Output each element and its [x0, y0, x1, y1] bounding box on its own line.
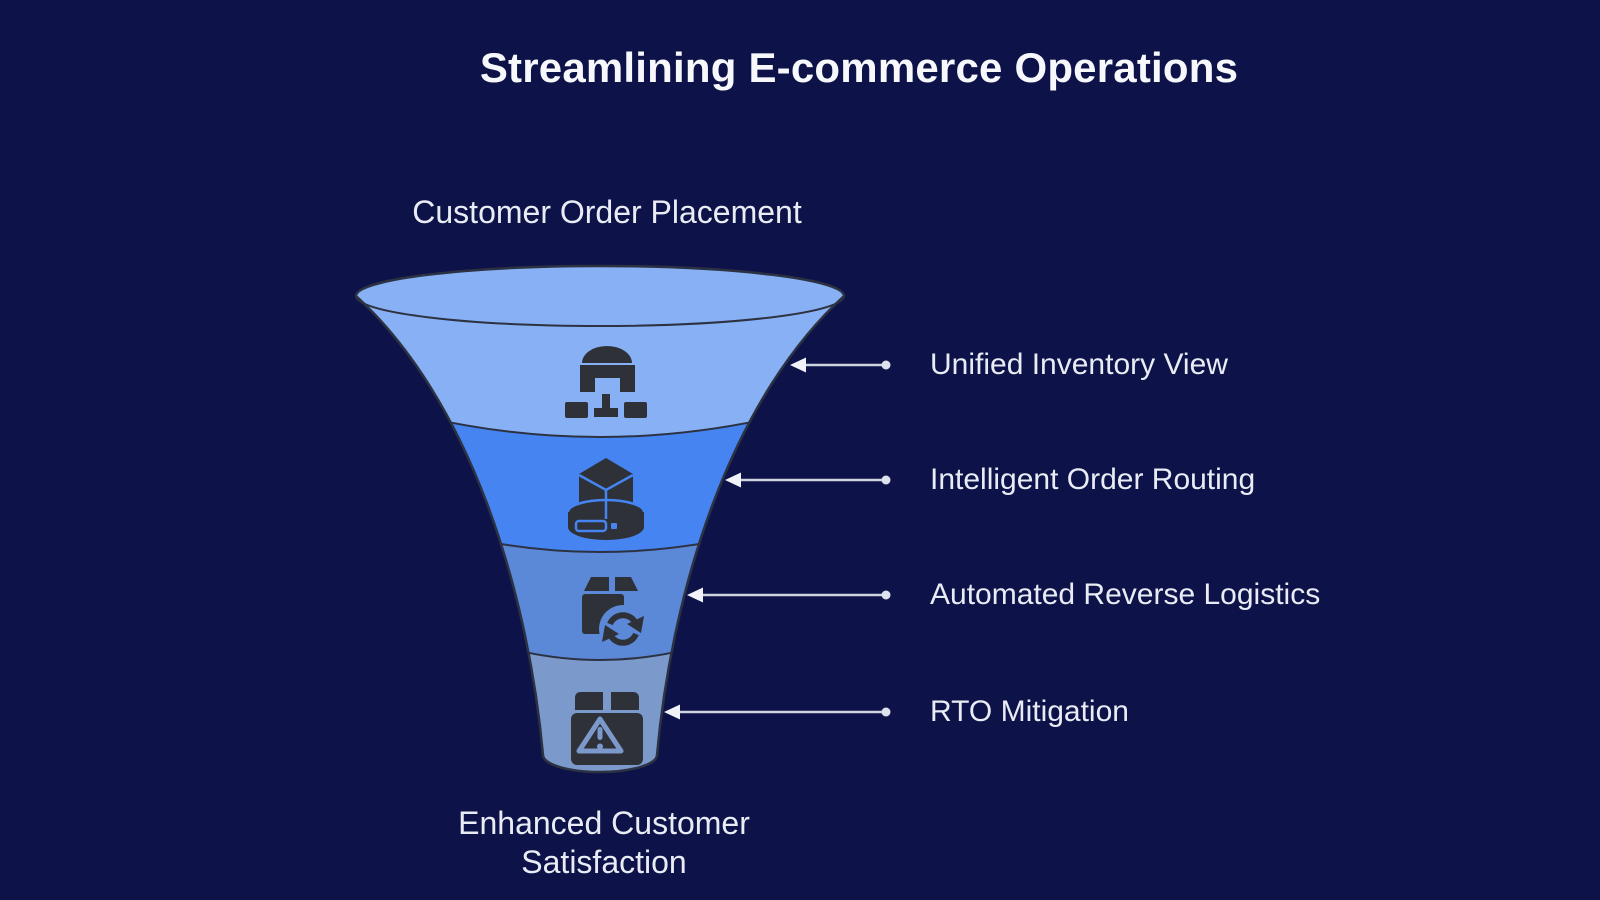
- stage-label-2: Intelligent Order Routing: [930, 463, 1256, 496]
- arrowhead-icon: [725, 472, 741, 488]
- stage-label-3: Automated Reverse Logistics: [930, 578, 1321, 611]
- connector-row-3: [687, 587, 891, 603]
- stage-label-4: RTO Mitigation: [930, 695, 1129, 728]
- arrowhead-icon: [664, 704, 680, 720]
- package-sync-icon: [582, 577, 647, 653]
- package-warning-icon: [571, 692, 643, 765]
- infographic-title: Streamlining E-commerce Operations: [479, 44, 1239, 91]
- funnel-top-label: Customer Order Placement: [412, 194, 802, 230]
- stage-boundary-line-1: [419, 415, 781, 438]
- arrowhead-icon: [687, 587, 703, 603]
- funnel-outline: [354, 264, 846, 774]
- funnel-mouth-rim-line: [355, 295, 845, 327]
- connector-row-1: [790, 357, 891, 373]
- connector-dot: [881, 475, 891, 485]
- funnel-bottom-label: Enhanced Customer Satisfaction: [458, 805, 750, 880]
- connector-dot: [881, 707, 891, 717]
- cube-platform-icon: [566, 458, 646, 540]
- arrowhead-icon: [790, 357, 806, 373]
- connector-row-2: [725, 472, 891, 488]
- connector-dot: [881, 590, 891, 600]
- store-network-icon: [565, 346, 647, 418]
- connector-dot: [881, 360, 891, 370]
- connector-row-4: [664, 704, 891, 720]
- stage-label-1: Unified Inventory View: [930, 348, 1228, 381]
